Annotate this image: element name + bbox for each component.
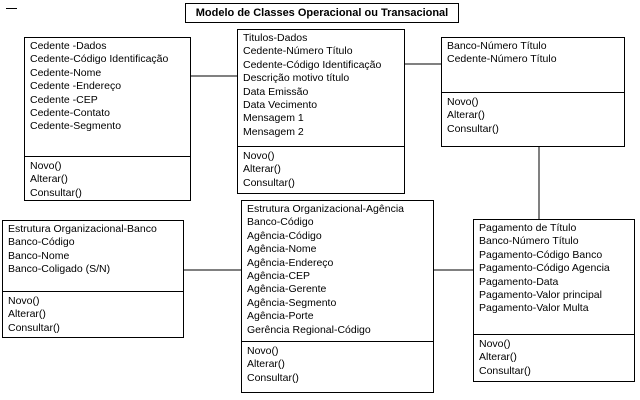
attribute: Banco-Código xyxy=(8,236,75,249)
operation: Novo() xyxy=(8,295,40,307)
operation: Alterar() xyxy=(30,173,68,186)
attribute: Cedente-Contato xyxy=(30,107,110,120)
operation: Alterar() xyxy=(447,109,485,122)
attribute: Banco-Código xyxy=(247,216,314,229)
operation: Consultar() xyxy=(30,186,82,199)
attribute: Gerência Regional-Código xyxy=(247,323,371,336)
attribute: Agência-CEP xyxy=(247,270,311,283)
class-banco-titulo: Banco-Número Título Cedente-Número Títul… xyxy=(441,37,625,147)
banco-titulo-attributes: Banco-Número Título Cedente-Número Títul… xyxy=(442,38,624,93)
attribute: Cedente-Número Título xyxy=(447,53,557,66)
attribute: Agência-Gerente xyxy=(247,283,327,296)
operation: Alterar() xyxy=(243,163,281,176)
attribute: Agência-Endereço xyxy=(247,256,334,269)
operation: Novo() xyxy=(247,345,279,357)
diagram-title-text: Modelo de Classes Operacional ou Transac… xyxy=(195,7,449,19)
pagamento-attributes: Pagamento de Título Banco-Número Título … xyxy=(474,220,634,335)
attribute: Descrição motivo título xyxy=(243,72,350,85)
class-estrutura-banco: Estrutura Organizacional-Banco Banco-Cód… xyxy=(2,220,184,338)
attribute: Agência-Segmento xyxy=(247,296,337,309)
estrutura-agencia-attributes: Estrutura Organizacional-Agência Banco-C… xyxy=(242,201,433,342)
attribute: Cedente-Segmento xyxy=(30,120,122,133)
operation: Consultar() xyxy=(247,371,299,384)
cedente-operations: Novo() Alterar() Consultar() xyxy=(25,157,190,200)
operation: Consultar() xyxy=(243,176,295,189)
attribute: Pagamento-Código Banco xyxy=(479,248,603,261)
attribute: Cedente-Código Identificação xyxy=(243,58,382,71)
estrutura-banco-attributes: Estrutura Organizacional-Banco Banco-Cód… xyxy=(3,221,183,292)
attribute: Pagamento-Valor Multa xyxy=(479,302,589,315)
titulos-operations: Novo() Alterar() Consultar() xyxy=(238,147,404,190)
class-titulos: Titulos-Dados Cedente-Número Título Cede… xyxy=(237,29,405,194)
attribute: Data Emissão xyxy=(243,85,309,98)
operation: Novo() xyxy=(243,150,275,162)
class-pagamento: Pagamento de Título Banco-Número Título … xyxy=(473,219,635,382)
operation: Novo() xyxy=(30,160,62,172)
attribute: Cedente-Número Título xyxy=(243,45,353,58)
pagamento-operations: Novo() Alterar() Consultar() xyxy=(474,335,634,378)
corner-mark xyxy=(6,8,17,9)
attribute: Estrutura Organizacional-Agência xyxy=(247,203,404,215)
operation: Alterar() xyxy=(247,358,285,371)
operation: Novo() xyxy=(479,338,511,350)
attribute: Cedente -Endereço xyxy=(30,80,122,93)
cedente-attributes: Cedente -Dados Cedente-Código Identifica… xyxy=(25,38,190,157)
attribute: Titulos-Dados xyxy=(243,32,308,44)
attribute: Cedente-Código Identificação xyxy=(30,53,169,66)
attribute: Cedente-Nome xyxy=(30,66,102,79)
class-cedente: Cedente -Dados Cedente-Código Identifica… xyxy=(24,37,191,201)
attribute: Banco-Coligado (S/N) xyxy=(8,263,111,276)
banco-titulo-operations: Novo() Alterar() Consultar() xyxy=(442,93,624,136)
attribute: Banco-Nome xyxy=(8,249,70,262)
attribute: Mensagem 2 xyxy=(243,125,304,138)
attribute: Pagamento-Código Agencia xyxy=(479,262,610,275)
diagram-title: Modelo de Classes Operacional ou Transac… xyxy=(185,3,459,23)
attribute: Cedente -CEP xyxy=(30,93,98,106)
operation: Alterar() xyxy=(8,308,46,321)
operation: Consultar() xyxy=(479,364,531,377)
titulos-attributes: Titulos-Dados Cedente-Número Título Cede… xyxy=(238,30,404,147)
attribute: Pagamento-Data xyxy=(479,275,559,288)
operation: Consultar() xyxy=(8,321,60,334)
attribute: Estrutura Organizacional-Banco xyxy=(8,223,157,235)
attribute: Banco-Número Título xyxy=(447,40,547,52)
attribute: Cedente -Dados xyxy=(30,40,107,52)
attribute: Banco-Número Título xyxy=(479,235,579,248)
attribute: Agência-Nome xyxy=(247,243,317,256)
operation: Alterar() xyxy=(479,351,517,364)
attribute: Agência-Porte xyxy=(247,310,314,323)
estrutura-banco-operations: Novo() Alterar() Consultar() xyxy=(3,292,183,335)
operation: Novo() xyxy=(447,96,479,108)
attribute: Pagamento-Valor principal xyxy=(479,289,602,302)
class-estrutura-agencia: Estrutura Organizacional-Agência Banco-C… xyxy=(241,200,434,393)
operation: Consultar() xyxy=(447,122,499,135)
attribute: Data Vecimento xyxy=(243,99,318,112)
attribute: Agência-Código xyxy=(247,229,322,242)
estrutura-agencia-operations: Novo() Alterar() Consultar() xyxy=(242,342,433,385)
attribute: Mensagem 1 xyxy=(243,112,304,125)
attribute: Pagamento de Título xyxy=(479,222,577,234)
